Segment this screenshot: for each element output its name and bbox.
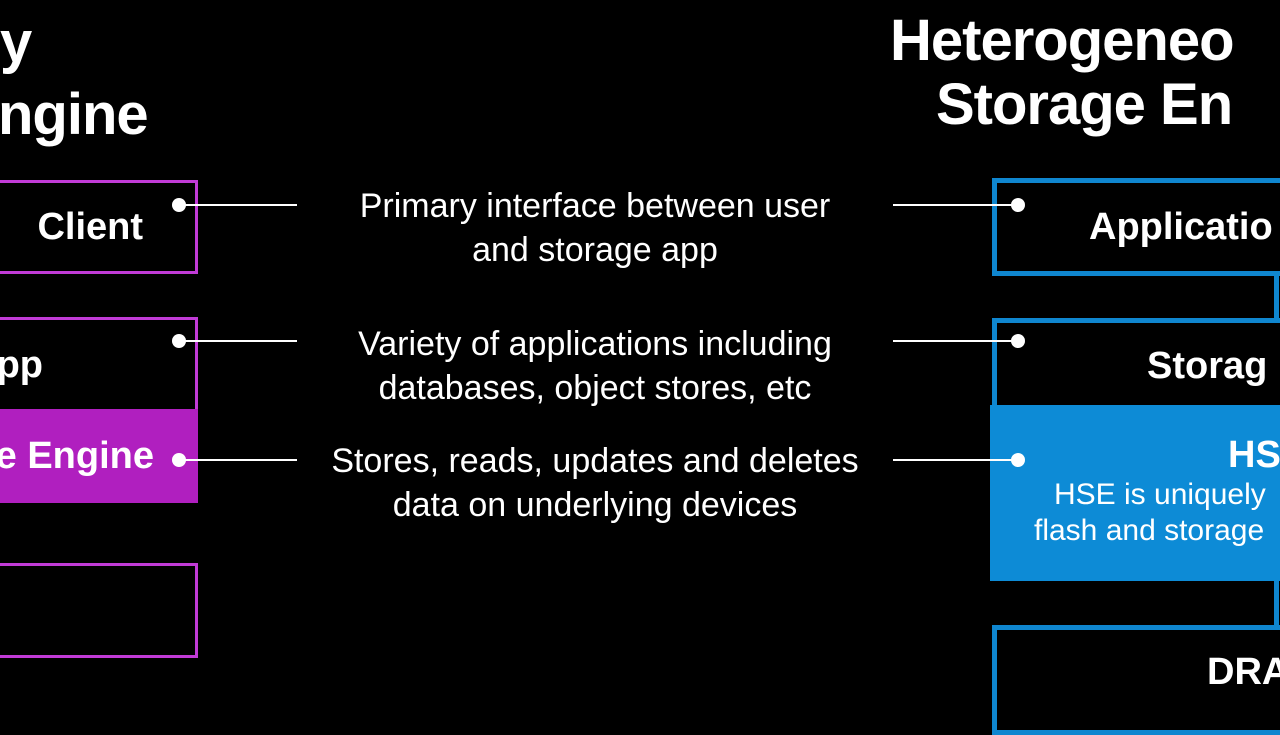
description-app-line2: databases, object stores, etc (378, 369, 812, 407)
right-box-hse-desc-line1: HSE is uniquely (1054, 478, 1266, 511)
right-box-application-label: Applicatio (1089, 206, 1273, 248)
left-line-3 (179, 459, 297, 461)
description-client-line1: Primary interface between user (359, 187, 831, 225)
left-box-device (0, 563, 198, 658)
left-box-storage-engine: e Engine (0, 409, 198, 503)
left-box-client-label: Client (37, 206, 143, 248)
right-dot-1 (1011, 198, 1025, 212)
left-box-app-label: pp (0, 343, 43, 386)
description-app-line1: Variety of applications including (358, 325, 832, 363)
right-dot-3 (1011, 453, 1025, 467)
left-box-storage-engine-label: e Engine (0, 435, 154, 477)
description-engine-line1: Stores, reads, updates and deletes (331, 442, 859, 480)
right-connector-1 (1274, 276, 1279, 318)
right-box-hse: HS HSE is uniquely flash and storage (990, 405, 1280, 581)
description-client-line2: and storage app (472, 231, 718, 269)
description-engine: Stores, reads, updates and deletes data … (300, 439, 890, 527)
left-line-1 (179, 204, 297, 206)
right-line-3 (893, 459, 1017, 461)
right-box-dram: DRA (992, 625, 1280, 735)
right-box-hse-desc-line2: flash and storage (1034, 514, 1265, 547)
right-box-dram-label: DRA (1207, 651, 1280, 693)
left-line-2 (179, 340, 297, 342)
right-box-storage-app: Storag (992, 318, 1280, 408)
right-box-application: Applicatio (992, 178, 1280, 276)
right-title-line2: Storage En (936, 72, 1233, 137)
right-line-2 (893, 340, 1017, 342)
left-box-client: Client (0, 180, 198, 274)
right-title-line1: Heterogeneo (890, 8, 1235, 73)
left-box-app: pp (0, 317, 198, 409)
right-box-storage-app-label: Storag (1147, 344, 1268, 387)
left-title-line1: y (0, 10, 32, 75)
description-engine-line2: data on underlying devices (392, 486, 798, 524)
right-connector-2 (1274, 581, 1279, 625)
left-title-line2: ngine (0, 82, 149, 147)
right-line-1 (893, 204, 1017, 206)
right-dot-2 (1011, 334, 1025, 348)
description-app: Variety of applications including databa… (300, 322, 890, 410)
right-box-hse-label: HS (1228, 434, 1280, 476)
description-client: Primary interface between user and stora… (300, 184, 890, 272)
